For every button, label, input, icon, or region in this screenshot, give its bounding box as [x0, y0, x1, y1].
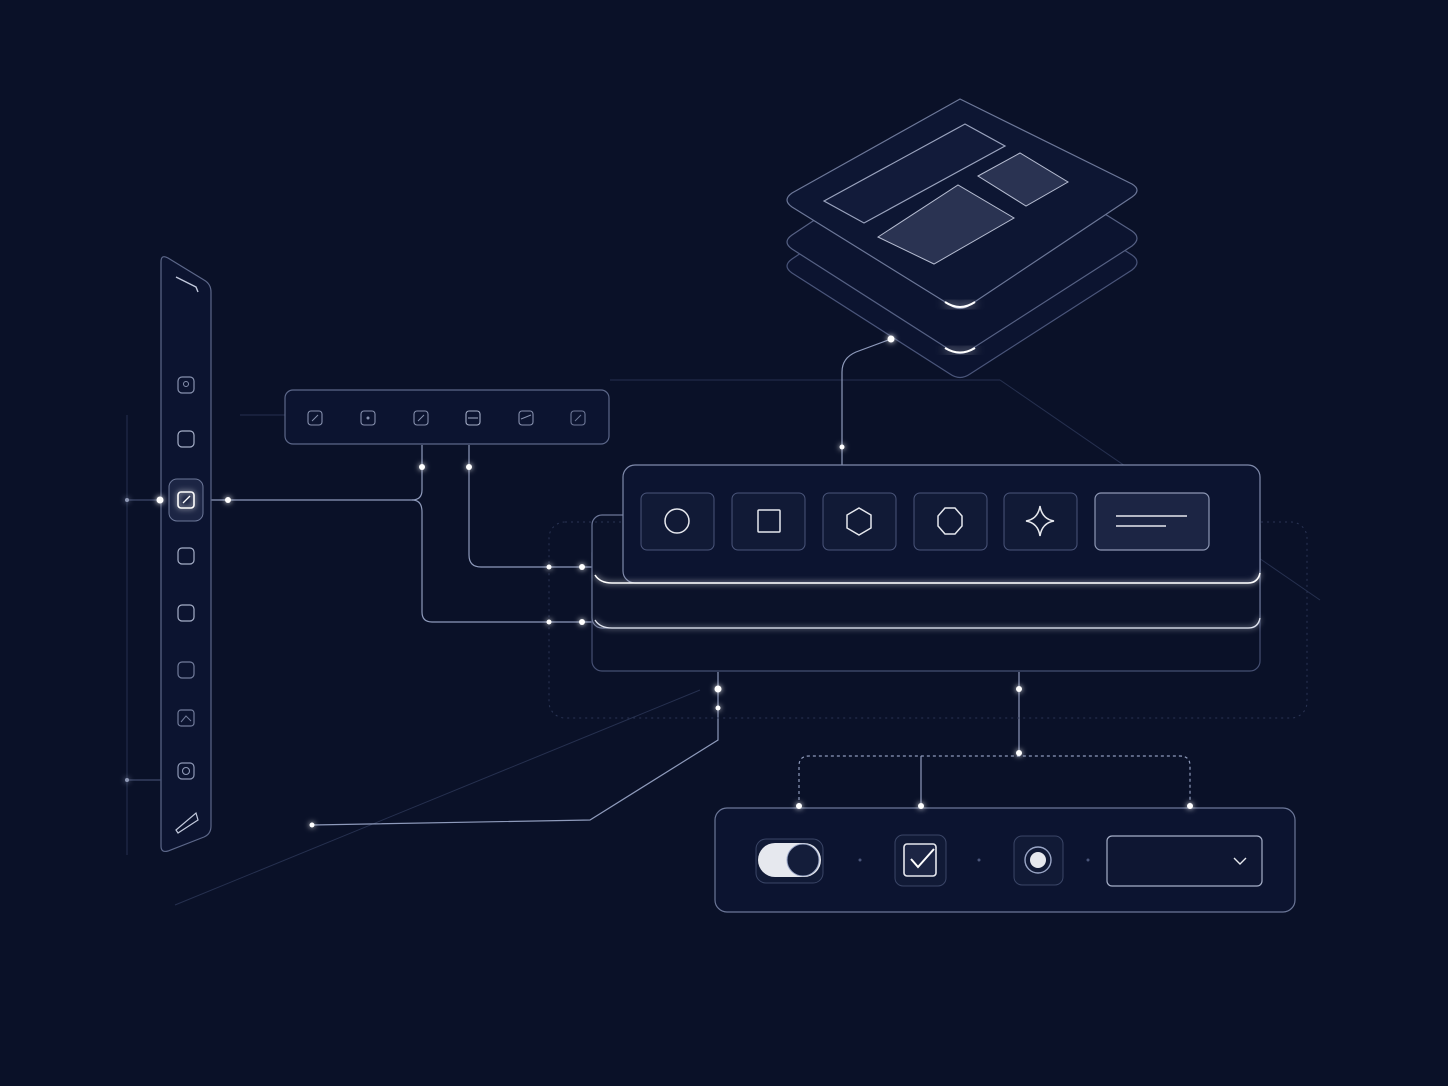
camera-icon	[177, 762, 195, 780]
toolbar-tool-3[interactable]	[413, 410, 429, 426]
sidebar-frame	[160, 256, 212, 853]
toolbar-to-shapebar-connector	[468, 445, 592, 568]
layer-stack	[786, 98, 1138, 379]
node	[796, 803, 802, 809]
tool-icon	[360, 410, 376, 426]
shape-bar-outer-guide	[548, 521, 1308, 719]
sidebar-pen-icon[interactable]	[175, 811, 199, 834]
node	[918, 803, 924, 809]
tool-icon	[413, 410, 429, 426]
controls-branch	[798, 755, 1191, 806]
shape-text-button[interactable]	[1094, 492, 1210, 551]
shape-hexagon-button[interactable]	[822, 492, 897, 551]
sidebar-item-edit-active[interactable]	[168, 478, 204, 522]
node	[125, 498, 129, 502]
tool-icon	[570, 410, 586, 426]
tool-icon	[518, 410, 534, 426]
radio-dot	[1030, 852, 1046, 868]
square-icon	[757, 509, 781, 533]
circle-icon	[664, 508, 690, 534]
toolbar-tool-4[interactable]	[465, 410, 481, 426]
node	[1187, 803, 1193, 809]
sidebar-to-shapebar-lower-connector	[411, 499, 592, 623]
toolbar-tool-5[interactable]	[518, 410, 534, 426]
hexagon-icon	[846, 507, 872, 536]
layer-card-main	[876, 184, 1015, 265]
tool-icon	[307, 410, 323, 426]
octagon-icon	[937, 507, 963, 535]
sidebar-item-tag[interactable]	[177, 376, 195, 394]
node	[225, 497, 231, 503]
shape-bar-glow-edge	[594, 572, 1261, 584]
node	[715, 705, 721, 711]
toolbar-tool-2[interactable]	[360, 410, 376, 426]
sidebar-item-square-icon[interactable]	[177, 661, 195, 679]
node	[419, 464, 425, 470]
shape-bar-glow-edge-2	[594, 617, 1261, 629]
node	[839, 444, 845, 450]
sidebar-item-square-icon[interactable]	[177, 604, 195, 622]
layer-glow-edge-lower	[944, 347, 976, 354]
shape-sparkle-button[interactable]	[1003, 492, 1078, 551]
tag-icon	[177, 376, 195, 394]
tool-icon	[465, 410, 481, 426]
shapebar-to-left-connector	[311, 672, 719, 826]
node	[1016, 686, 1022, 692]
node	[546, 619, 552, 625]
layer-glow-edge	[944, 301, 976, 308]
layer-card-large	[822, 123, 1007, 224]
node	[887, 335, 895, 343]
node	[579, 564, 585, 570]
sidebar-item-image[interactable]	[177, 709, 195, 727]
sparkle-icon	[1025, 505, 1055, 537]
shape-square-button[interactable]	[731, 492, 806, 551]
shape-circle-button[interactable]	[640, 492, 715, 551]
image-icon	[177, 709, 195, 727]
connection-nodes	[125, 335, 1193, 828]
node	[156, 496, 164, 504]
toolbar-tool-6[interactable]	[570, 410, 586, 426]
layer-card-small	[977, 152, 1069, 207]
node	[466, 464, 472, 470]
node	[714, 685, 722, 693]
sidebar-item-square-icon[interactable]	[177, 547, 195, 565]
checkmark-icon	[910, 848, 935, 869]
layers-to-shapebar-connector	[841, 338, 892, 465]
chevron-down-icon	[1233, 857, 1247, 865]
sidebar-menu-icon	[175, 276, 199, 293]
checkbox[interactable]	[894, 834, 947, 887]
node	[309, 822, 315, 828]
sidebar	[127, 256, 212, 853]
sidebar-item-camera[interactable]	[177, 762, 195, 780]
radio-button[interactable]	[1013, 835, 1064, 886]
sidebar-to-toolbar-connector	[205, 445, 423, 501]
toolbar-tool-1[interactable]	[307, 410, 323, 426]
toolbar-frame	[284, 389, 610, 445]
dropdown-select[interactable]	[1106, 835, 1263, 887]
shape-bar	[548, 464, 1308, 719]
node	[546, 564, 552, 570]
text-lines-icon	[1116, 515, 1187, 527]
controls-panel	[714, 807, 1296, 913]
sidebar-item-square-icon[interactable]	[177, 430, 195, 448]
edit-icon	[177, 491, 195, 509]
toggle-switch[interactable]	[755, 838, 824, 884]
node	[125, 778, 129, 782]
toolbar	[284, 389, 610, 445]
toggle-knob	[786, 843, 820, 877]
node	[579, 619, 585, 625]
node	[1016, 750, 1022, 756]
shape-octagon-button[interactable]	[913, 492, 988, 551]
